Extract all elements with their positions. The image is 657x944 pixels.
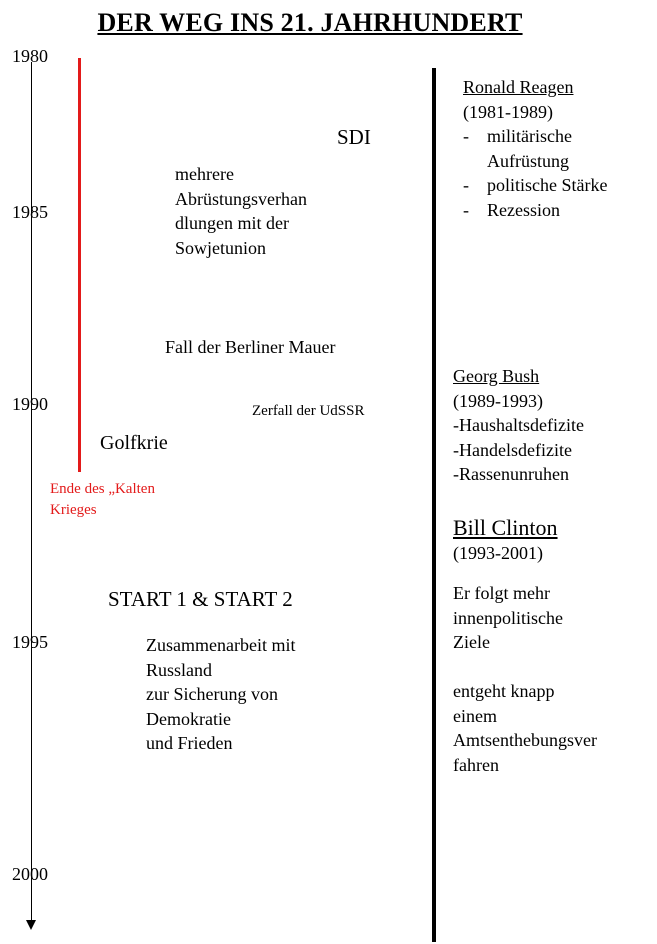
timeline-arrow-icon	[26, 920, 36, 930]
president-point: -politische Stärke	[463, 173, 607, 198]
president-point: Ziele	[453, 632, 490, 652]
president-name: Ronald Reagen	[463, 77, 574, 97]
event-kalter-krieg: Ende des „Kalten Krieges	[50, 479, 155, 521]
president-name: Bill Clinton	[453, 515, 558, 540]
president-point: einem	[453, 705, 497, 726]
page-title: DER WEG INS 21. JAHRHUNDERT	[97, 8, 523, 37]
event-russland-line: und Frieden	[146, 733, 233, 753]
president-point: entgeht knapp	[453, 681, 555, 701]
president-reagan: Ronald Reagen (1981-1989) -militärische …	[463, 75, 607, 222]
bullet-dash: -	[463, 199, 469, 220]
event-udssr: Zerfall der UdSSR	[252, 403, 365, 419]
president-clinton: Bill Clinton (1993-2001) Er folgt mehr i…	[453, 515, 597, 777]
president-point: Amtsenthebungsver	[453, 730, 597, 750]
president-point: innenpolitische	[453, 607, 563, 628]
president-term: (1993-2001)	[453, 542, 543, 563]
president-term: (1981-1989)	[463, 101, 553, 122]
year-label-1985: 1985	[12, 202, 48, 222]
point-text: politische Stärke	[487, 175, 608, 195]
bullet-dash: -	[463, 175, 469, 195]
event-russland-line: Russland	[146, 659, 213, 680]
event-russland-line: Zusammenarbeit mit	[146, 635, 296, 655]
bullet-dash: -	[463, 126, 469, 146]
point-text: Aufrüstung	[487, 150, 569, 171]
event-abruestung: mehrere Abrüstungsverhan dlungen mit der…	[175, 162, 307, 260]
president-point: Aufrüstung	[463, 149, 607, 174]
event-kalter-krieg-line: Ende des „Kalten	[50, 481, 155, 497]
president-name: Georg Bush	[453, 366, 540, 386]
event-abruestung-line: Sowjetunion	[175, 237, 267, 258]
year-label-1980: 1980	[12, 46, 48, 66]
cold-war-bar	[78, 58, 81, 472]
point-text: Rezession	[487, 199, 560, 220]
president-point	[453, 655, 597, 680]
event-sdi: SDI	[337, 125, 371, 149]
event-abruestung-line: dlungen mit der	[175, 213, 289, 233]
year-label-1990: 1990	[12, 394, 48, 414]
year-label-1995: 1995	[12, 632, 48, 652]
spacer	[453, 565, 597, 581]
event-russland: Zusammenarbeit mit Russland zur Sicherun…	[146, 633, 295, 756]
year-label-2000: 2000	[12, 864, 48, 884]
president-point: -Rassenunruhen	[453, 464, 569, 484]
event-kalter-krieg-line: Krieges	[50, 502, 97, 518]
president-bush: Georg Bush (1989-1993) -Haushaltsdefizit…	[453, 364, 584, 487]
president-point: Er folgt mehr	[453, 583, 550, 603]
event-abruestung-line: mehrere	[175, 164, 234, 184]
president-point: -Rezession	[463, 198, 607, 223]
president-point: -Haushaltsdefizite	[453, 415, 584, 435]
event-russland-line: zur Sicherung von	[146, 684, 278, 704]
president-point: -Handelsdefizite	[453, 439, 572, 460]
event-abruestung-line: Abrüstungsverhan	[175, 188, 307, 209]
event-russland-line: Demokratie	[146, 708, 231, 729]
president-term: (1989-1993)	[453, 390, 543, 411]
event-berliner-mauer: Fall der Berliner Mauer	[165, 337, 336, 357]
event-golfkrieg: Golfkrie	[100, 432, 168, 454]
president-point: -militärische	[463, 124, 607, 149]
point-text: militärische	[487, 126, 572, 146]
event-start: START 1 & START 2	[108, 587, 293, 611]
column-divider	[432, 68, 436, 942]
president-point: fahren	[453, 754, 499, 775]
timeline-axis	[31, 62, 32, 922]
